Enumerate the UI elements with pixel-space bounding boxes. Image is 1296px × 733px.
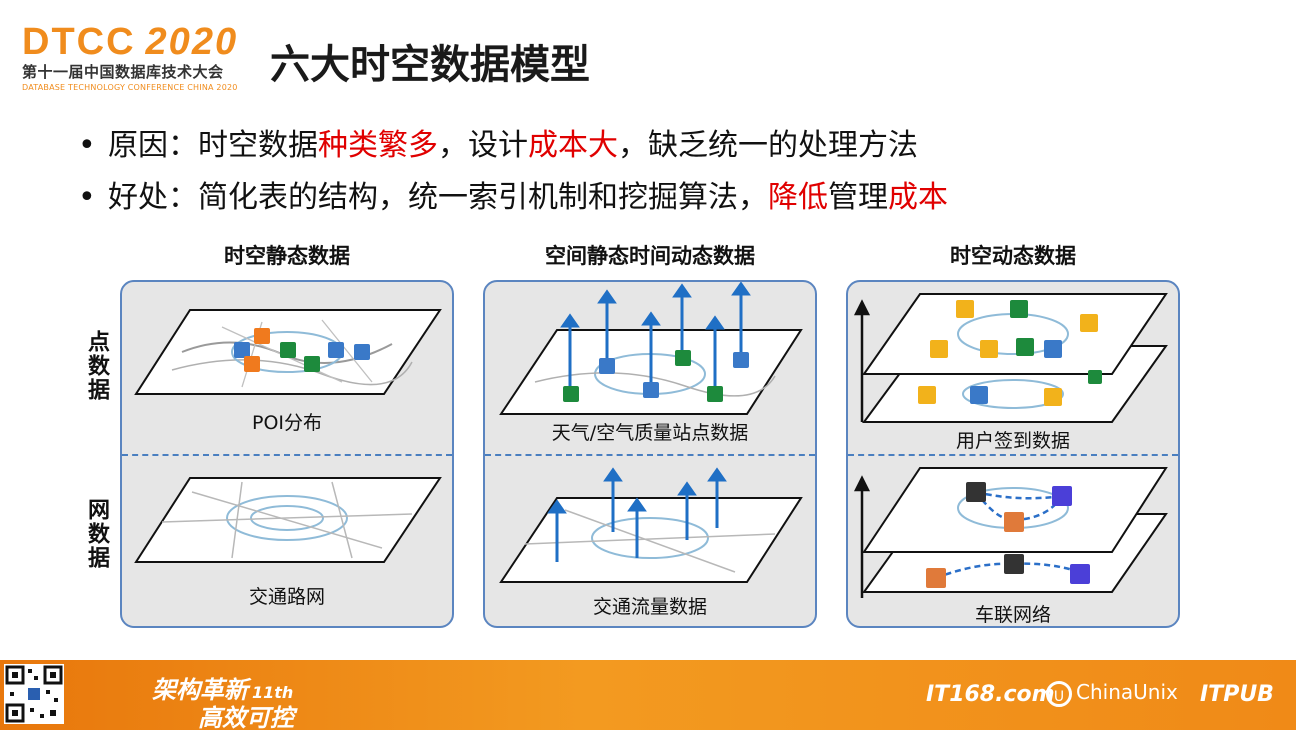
highlight-text: 成本 xyxy=(888,180,948,215)
column-heading-dynamic: 时空动态数据 xyxy=(950,244,1076,268)
column-heading-semi-dynamic: 空间静态时间动态数据 xyxy=(545,244,755,268)
highlight-text: 降低 xyxy=(768,180,828,215)
logo-year: 2020 xyxy=(145,21,239,63)
road-network-map-icon xyxy=(134,477,442,563)
bullet-dot: • xyxy=(78,128,96,163)
column-heading-static: 时空静态数据 xyxy=(224,244,350,268)
checkin-marker-icon xyxy=(918,300,1102,406)
row-label-point: 点数据 xyxy=(84,330,109,402)
logo-conference-cn: 第十一届中国数据库技术大会 xyxy=(22,63,224,81)
bullet-dot: • xyxy=(78,180,96,215)
traffic-map-icon xyxy=(499,497,803,583)
highlight-text: 种类繁多 xyxy=(318,128,438,163)
chinaunix-ring-icon: U xyxy=(1046,680,1072,707)
caption-traffic-flow: 交通流量数据 xyxy=(592,596,707,618)
bullet-reason: •原因：时空数据种类繁多，设计成本大，缺乏统一的处理方法 xyxy=(78,120,948,172)
bullet-benefit: •好处：简化表的结构，统一索引机制和挖掘算法，降低管理成本 xyxy=(78,172,948,224)
panel-semi-dynamic: 天气/空气质量站点数据 交通流量数据 xyxy=(483,280,817,628)
panel-divider xyxy=(122,454,452,456)
station-marker-icon xyxy=(563,350,749,402)
panel-divider xyxy=(848,454,1178,456)
poi-marker-icon xyxy=(234,328,370,372)
slogan-edition: 11th xyxy=(252,683,294,702)
panel-divider xyxy=(485,454,815,456)
flow-arrow-icon xyxy=(547,467,727,562)
caption-poi: POI分布 xyxy=(251,412,323,434)
caption-vehicle-network: 车联网络 xyxy=(974,604,1051,626)
time-axis-icon xyxy=(853,299,871,598)
panel-static-illustration xyxy=(134,309,442,563)
caption-weather-station: 天气/空气质量站点数据 xyxy=(551,422,749,444)
row-label-network: 网数据 xyxy=(84,498,109,570)
highlight-text: 成本大 xyxy=(528,128,618,163)
sponsor-it168-logo: IT168.com xyxy=(926,682,1055,707)
sponsor-itpub-logo: ITPUB xyxy=(1200,682,1274,707)
panel-semi-dynamic-illustration xyxy=(499,282,803,583)
caption-user-checkin: 用户签到数据 xyxy=(955,430,1070,452)
vehicle-marker-icon xyxy=(926,482,1090,588)
slide-title: 六大时空数据模型 xyxy=(270,42,590,88)
bullet-list: •原因：时空数据种类繁多，设计成本大，缺乏统一的处理方法 •好处：简化表的结构，… xyxy=(78,120,948,224)
time-series-arrow-icon xyxy=(560,282,751,392)
panel-dynamic: 用户签到数据 车联网络 xyxy=(846,280,1180,628)
logo-conference-en: DATABASE TECHNOLOGY CONFERENCE CHINA 202… xyxy=(22,83,238,92)
panel-dynamic-illustration xyxy=(853,293,1168,598)
caption-road-network: 交通路网 xyxy=(248,586,325,608)
qr-code-icon xyxy=(4,664,64,724)
panel-static: POI分布 交通路网 xyxy=(120,280,454,628)
slogan-line2: 高效可控 xyxy=(198,704,294,732)
